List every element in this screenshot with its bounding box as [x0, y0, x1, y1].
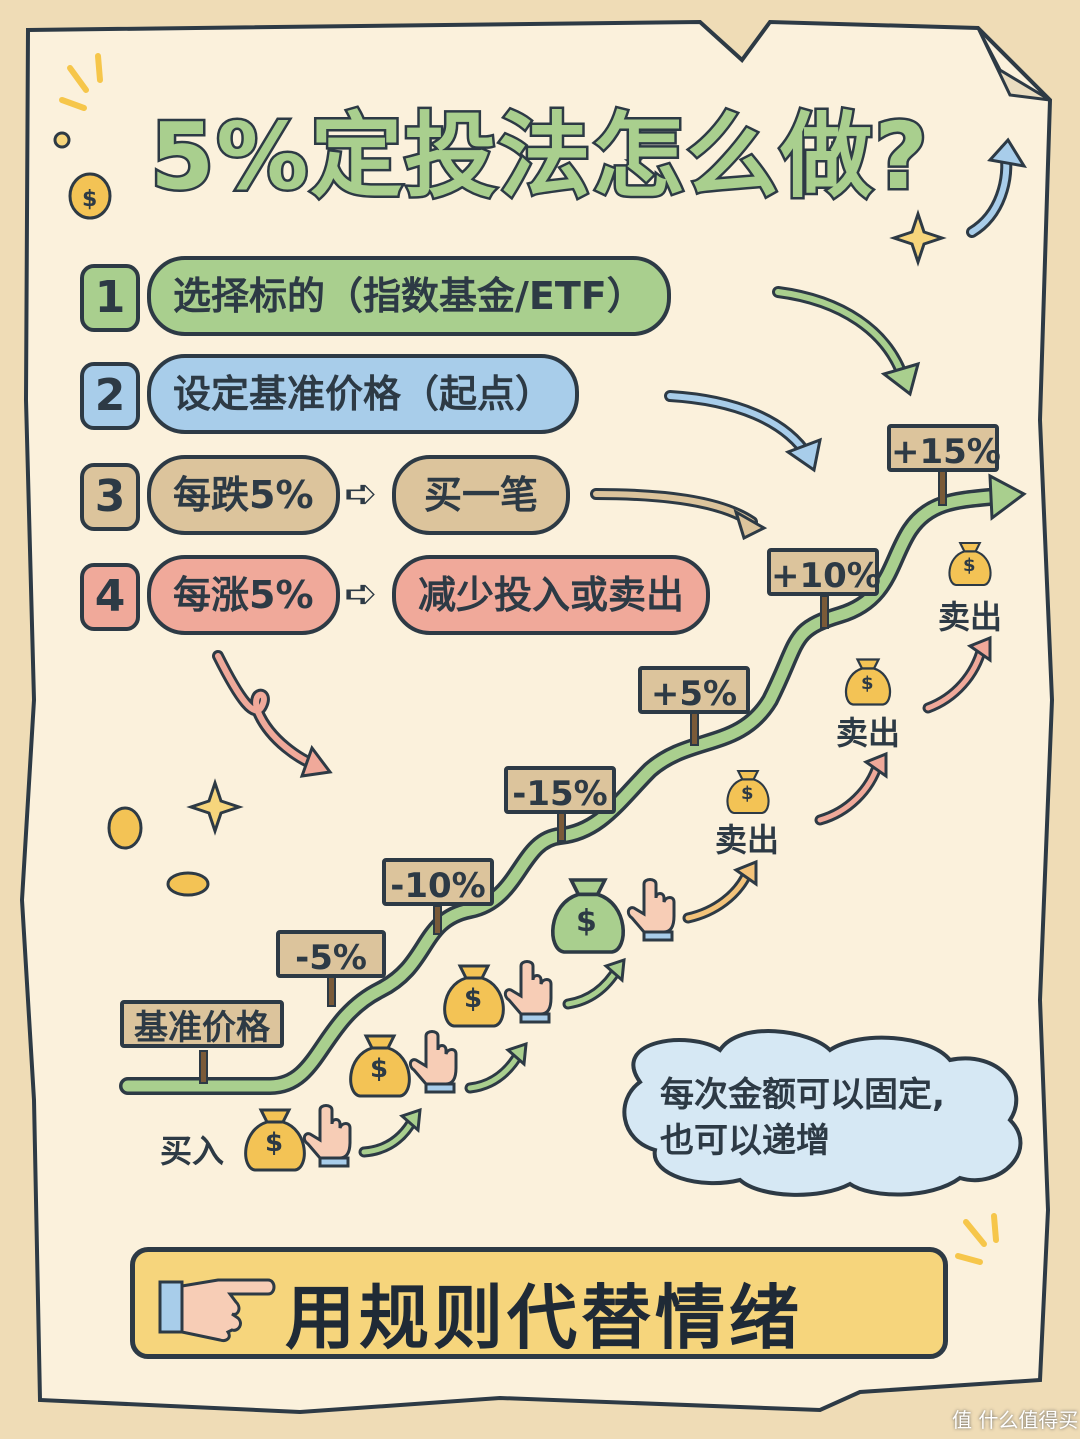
cloud-note-line-2: 也可以递增 — [660, 1121, 830, 1161]
sell-label: 卖出 — [836, 714, 901, 752]
step-3-condition: 每跌5% — [147, 455, 340, 535]
right-arrow-icon: ➪ — [344, 471, 378, 517]
step-4-condition: 每涨5% — [147, 555, 340, 635]
step-2-label: 设定基准价格（起点） — [147, 354, 580, 434]
dollar-sign-icon: $ — [464, 984, 483, 1014]
step-arrow-4-icon — [212, 650, 333, 778]
sign-post — [433, 905, 442, 935]
banner — [130, 1247, 948, 1359]
coin-icon — [53, 131, 210, 897]
dollar-sign-icon: $ — [370, 1054, 389, 1084]
cloud-note-line-1: 每次金额可以固定, — [660, 1075, 945, 1115]
step-3-number: 3 — [80, 463, 140, 531]
sign-baseline: 基准价格 — [120, 1000, 284, 1048]
dollar-sign-icon: $ — [741, 783, 754, 804]
step-4-number: 4 — [80, 563, 140, 631]
sign-plus-5: +5% — [638, 666, 750, 714]
sell-arrows-icon — [682, 642, 988, 924]
step-arrow-2-icon — [664, 390, 823, 473]
sign-plus-10: +10% — [767, 548, 881, 596]
banner-text: 用规则代替情绪 — [285, 1277, 803, 1359]
dollar-sign-icon: $ — [265, 1128, 284, 1158]
dollar-sign-icon: $ — [576, 904, 597, 939]
pointing-hand-icon — [158, 1278, 276, 1342]
step-1-number: 1 — [80, 264, 140, 332]
right-arrow-icon: ➪ — [344, 571, 378, 617]
cloud-bubble — [622, 1029, 1023, 1197]
step-arrow-3-icon — [590, 488, 768, 541]
step-2-number: 2 — [80, 362, 140, 430]
sign-minus-15: -15% — [504, 766, 616, 814]
sign-minus-5: -5% — [276, 930, 386, 978]
sell-label: 卖出 — [938, 598, 1003, 636]
sign-plus-15: +15% — [887, 424, 1001, 472]
sparkle-icon — [59, 53, 999, 1265]
sign-post — [820, 595, 829, 629]
coin-dollar-icon: $ — [82, 187, 97, 212]
page-title: 5%定投法怎么做? — [148, 101, 931, 213]
buy-label: 买入 — [160, 1132, 225, 1170]
buy-arrows-icon — [358, 962, 624, 1158]
sign-post — [199, 1050, 208, 1084]
watermark: 值 什么值得买 — [952, 1408, 1079, 1432]
price-path-arrowhead-icon — [988, 473, 1027, 521]
sell-label: 卖出 — [715, 821, 780, 859]
step-arrow-1-icon — [772, 286, 921, 397]
sign-minus-10: -10% — [382, 858, 494, 906]
step-3-action: 买一笔 — [392, 455, 571, 535]
dollar-sign-icon: $ — [861, 673, 874, 694]
step-1-label: 选择标的（指数基金/ETF） — [147, 256, 671, 336]
dollar-sign-icon: $ — [963, 555, 976, 576]
step-4-action: 减少投入或卖出 — [392, 555, 711, 635]
cloud-note: 每次金额可以固定, 也可以递增 — [660, 1072, 1020, 1164]
